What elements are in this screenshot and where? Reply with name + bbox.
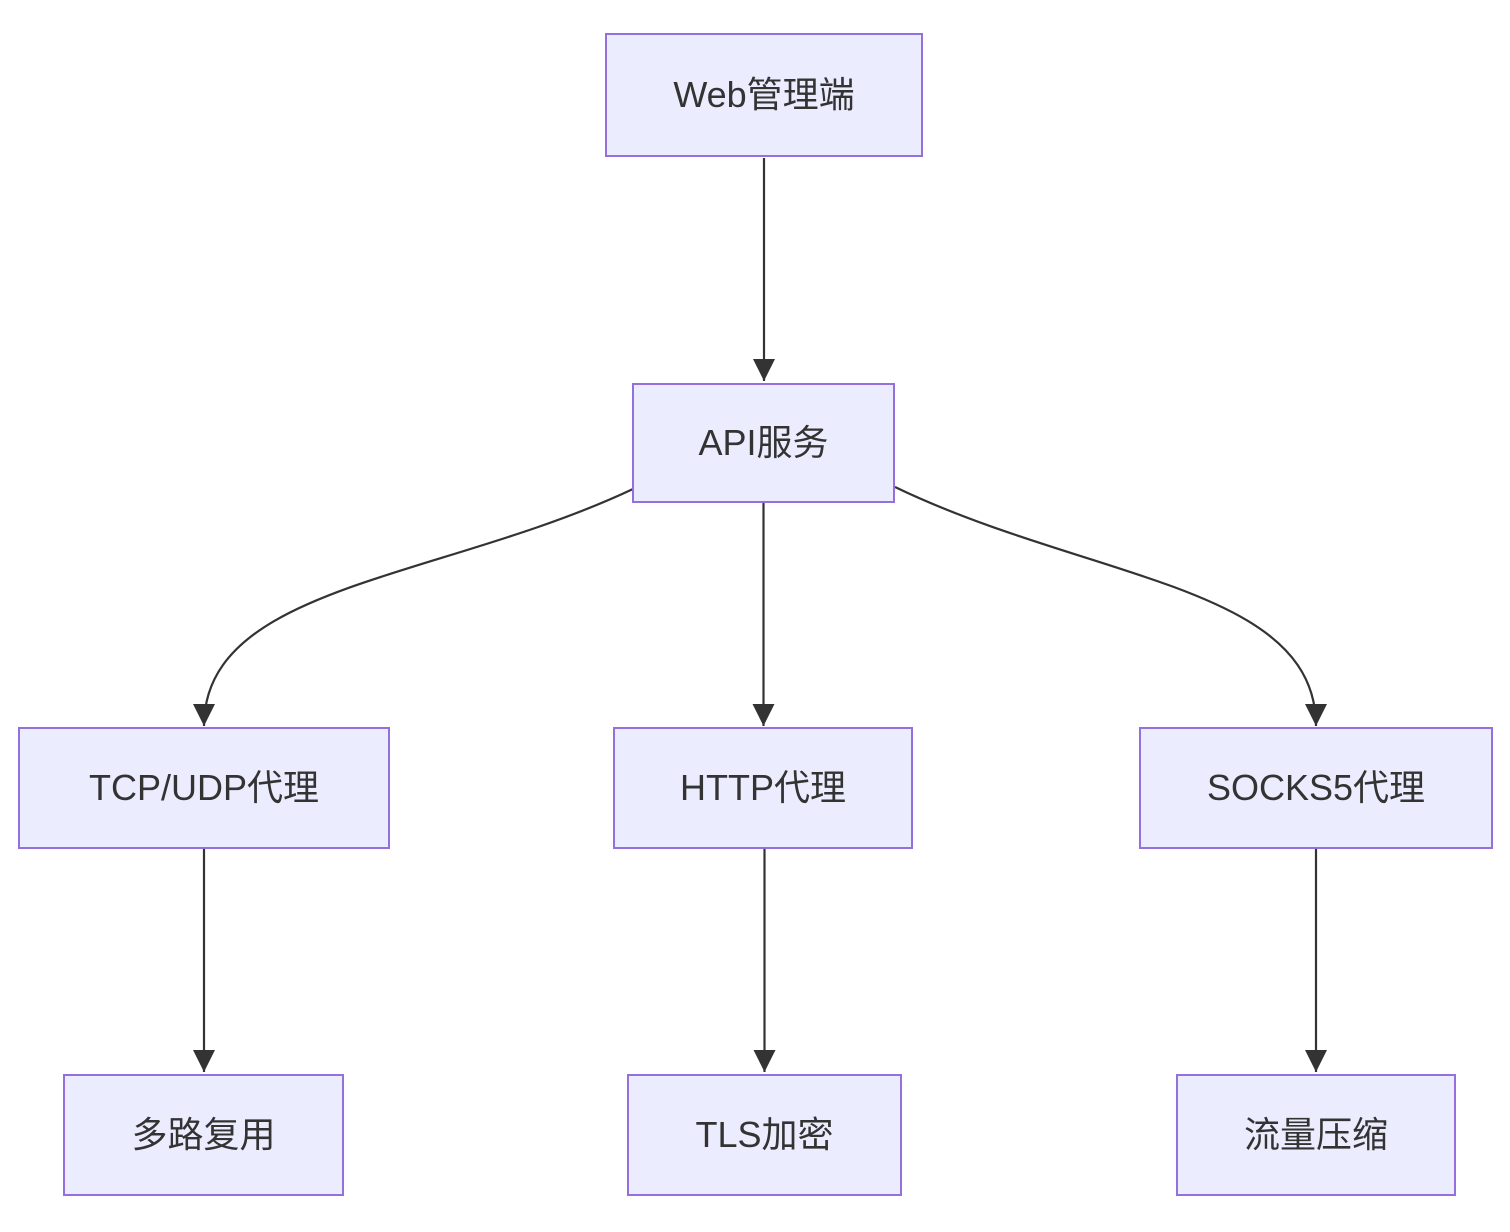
node-multiplexing-label: 多路复用 bbox=[131, 1114, 276, 1156]
edge-api-service-to-tcp-udp-proxy bbox=[193, 488, 634, 727]
node-web-admin-label: Web管理端 bbox=[673, 74, 855, 116]
node-tcp-udp-proxy-label: TCP/UDP代理 bbox=[88, 767, 319, 809]
node-tls-encryption-label: TLS加密 bbox=[695, 1114, 834, 1156]
node-api-service-label: API服务 bbox=[698, 422, 829, 464]
node-socks5-proxy-label: SOCKS5代理 bbox=[1206, 767, 1426, 809]
node-api-service: API服务 bbox=[632, 383, 895, 503]
node-multiplexing: 多路复用 bbox=[63, 1074, 344, 1196]
node-tls-encryption: TLS加密 bbox=[627, 1074, 902, 1196]
node-traffic-compression: 流量压缩 bbox=[1176, 1074, 1456, 1196]
node-tcp-udp-proxy: TCP/UDP代理 bbox=[18, 727, 390, 849]
node-traffic-compression-label: 流量压缩 bbox=[1243, 1114, 1388, 1156]
node-http-proxy-label: HTTP代理 bbox=[680, 767, 846, 809]
node-socks5-proxy: SOCKS5代理 bbox=[1139, 727, 1493, 849]
node-http-proxy: HTTP代理 bbox=[613, 727, 913, 849]
edge-api-service-to-socks5-proxy bbox=[894, 486, 1327, 727]
node-web-admin: Web管理端 bbox=[605, 33, 923, 157]
